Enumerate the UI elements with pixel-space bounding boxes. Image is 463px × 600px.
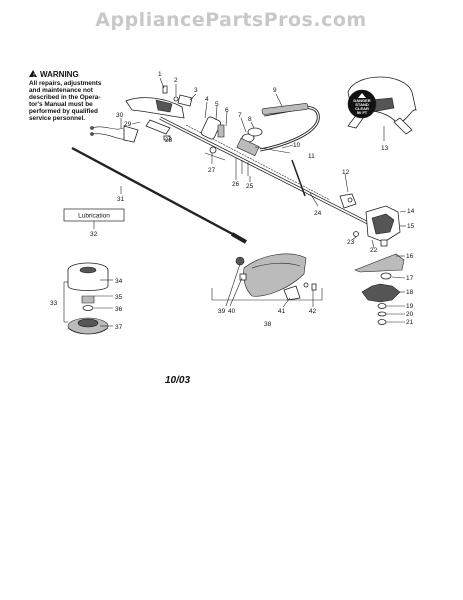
callout-18: 18 [406,289,414,296]
callout-21: 21 [406,319,414,326]
callout-36: 36 [115,306,123,313]
callout-12: 12 [342,169,350,176]
revision-date: 10/03 [165,375,190,386]
callout-41: 41 [278,308,286,315]
callout-19: 19 [406,303,414,310]
watermark-text: AppliancePartsPros.com [95,9,366,31]
gear-head [353,205,401,247]
callout-6: 6 [225,107,229,114]
callout-22: 22 [370,247,378,254]
decal-line-2: STAND [355,102,369,107]
warning-title: WARNING [40,70,79,79]
shoulder-strap: DANGER STAND CLEAR 50 FT [347,76,417,135]
warning-line-6: service personnel. [29,115,85,122]
callout-40: 40 [228,308,236,315]
warning-triangle-icon [358,93,366,98]
warning-triangle-icon [29,70,37,77]
spool-assembly [63,262,109,335]
warning-line-2: and maintenance not [29,87,94,94]
callout-20: 20 [406,311,414,318]
svg-text:!: ! [33,73,35,79]
callout-35: 35 [115,294,123,301]
callout-24: 24 [314,210,322,217]
lubrication-label: Lubrication [78,213,110,220]
callout-3: 3 [194,87,198,94]
warning-line-4: tor's Manual must be [29,101,93,108]
callout-30: 30 [116,112,124,119]
warning-line-1: All repairs, adjustments [29,80,102,87]
decal-line-4: 50 FT [357,110,368,115]
decal-line-3: CLEAR [355,106,369,111]
warning-line-3: described in the Opera- [29,94,100,101]
warning-line-5: performed by qualified [29,108,98,115]
callout-37: 37 [115,324,123,331]
callout-42: 42 [309,308,317,315]
decal-line-1: DANGER [353,98,370,103]
callout-28: 28 [165,137,173,144]
callout-38: 38 [264,321,272,328]
callout-8: 8 [248,116,252,123]
callout-33: 33 [50,300,58,307]
callout-2: 2 [174,77,178,84]
callout-labels: 1 2 3 4 5 6 7 8 9 10 11 12 13 14 15 16 1… [50,71,415,331]
callout-31: 31 [117,196,125,203]
throttle-handle [125,85,193,119]
shield-assembly [211,253,323,301]
callout-9: 9 [273,87,277,94]
switch-parts [90,119,171,143]
callout-11: 11 [308,153,315,160]
callout-17: 17 [406,275,414,282]
callout-1: 1 [158,71,162,78]
trimmer-line [71,146,247,244]
leader-lines [93,77,407,327]
callout-7: 7 [238,112,242,119]
callout-25: 25 [246,183,254,190]
callout-29: 29 [124,121,132,128]
callout-10: 10 [293,142,301,149]
callout-15: 15 [407,223,415,230]
callout-23: 23 [347,239,355,246]
head-assembly-parts [354,253,405,325]
callout-26: 26 [232,181,240,188]
callout-32: 32 [90,231,98,238]
callout-16: 16 [406,253,414,260]
callout-5: 5 [215,101,219,108]
throttle-cable [259,103,320,152]
callout-4: 4 [205,96,209,103]
callout-13: 13 [381,145,389,152]
warning-block: ! WARNING All repairs, adjustments and m… [29,70,102,122]
callout-39: 39 [218,308,226,315]
clamp-parts [201,116,263,176]
callout-27: 27 [208,167,216,174]
danger-decal [347,89,377,119]
callout-14: 14 [407,208,415,215]
callout-34: 34 [115,278,123,285]
lubrication-box: Lubrication [63,208,125,222]
